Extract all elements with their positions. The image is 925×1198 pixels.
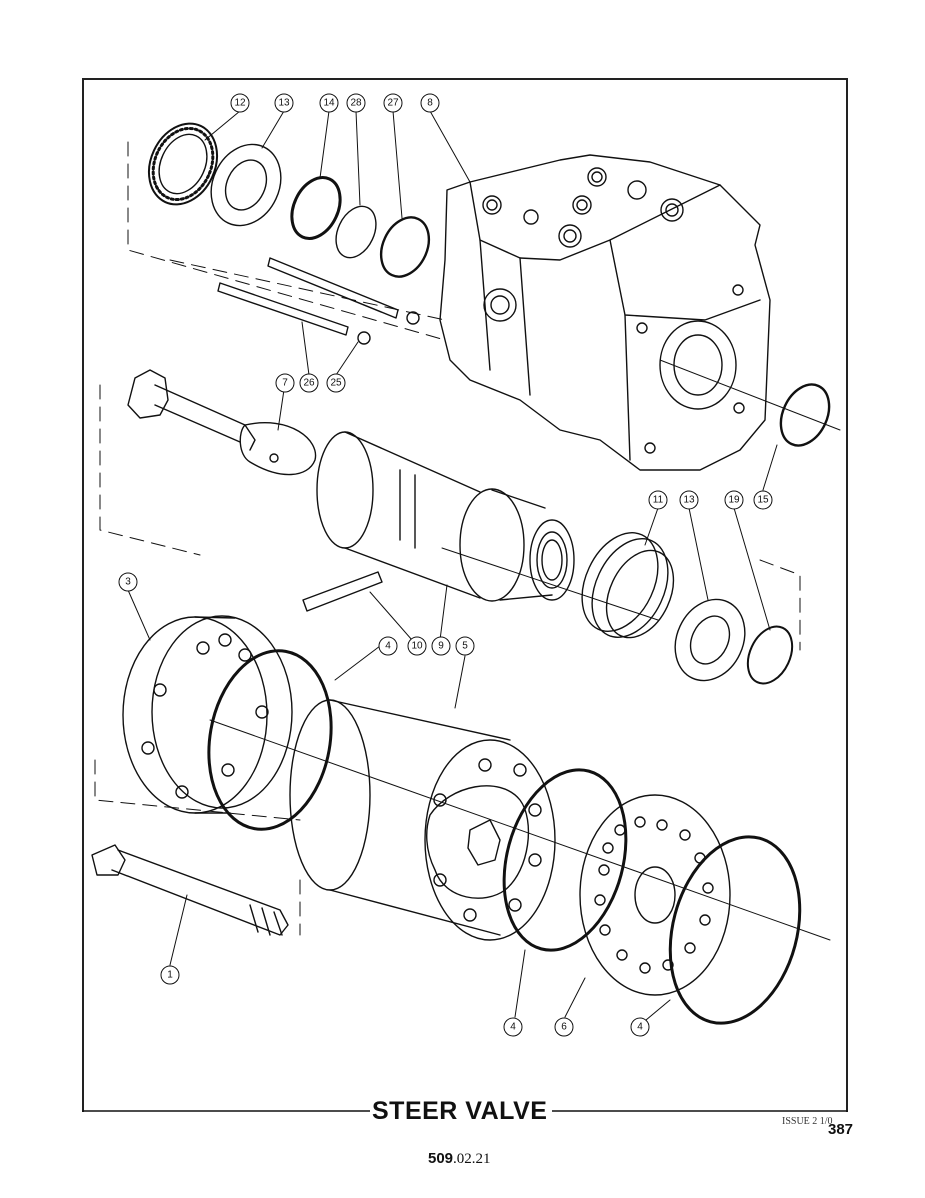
- svg-text:19: 19: [728, 495, 740, 506]
- issue-label: ISSUE 2 1/0: [782, 1116, 833, 1127]
- o-ring-14: [290, 176, 342, 240]
- o-ring-4-bottom: [668, 835, 802, 1025]
- end-cap: [122, 615, 293, 814]
- callout-4b: 4: [503, 1017, 523, 1037]
- cap-screw: [91, 844, 289, 936]
- thrust-bearing: [147, 122, 219, 206]
- callout-19: 19: [724, 490, 744, 510]
- callout-10: 10: [407, 636, 427, 656]
- callouts: 12 13 14 28 27 8 7 26 25 11 13 19 15 3 4…: [118, 93, 773, 1037]
- svg-text:4: 4: [510, 1022, 516, 1033]
- spool-sleeve: [316, 431, 659, 621]
- svg-text:5: 5: [462, 641, 468, 652]
- svg-text:4: 4: [385, 641, 391, 652]
- callout-9: 9: [431, 636, 451, 656]
- svg-text:9: 9: [438, 641, 444, 652]
- svg-text:15: 15: [757, 495, 769, 506]
- svg-text:25: 25: [330, 378, 342, 389]
- gerotor-housing: [209, 699, 831, 941]
- callout-6: 6: [554, 1017, 574, 1037]
- callout-11: 11: [648, 490, 668, 510]
- section-reference: 509.02.21: [428, 1150, 491, 1168]
- svg-text:8: 8: [427, 98, 433, 109]
- callout-3: 3: [118, 572, 138, 592]
- section-reference-bold: 509: [428, 1150, 454, 1167]
- o-ring-4-mid: [502, 768, 628, 952]
- callout-25: 25: [326, 373, 346, 393]
- valve-plate: [579, 794, 731, 996]
- svg-text:6: 6: [561, 1022, 567, 1033]
- ring-15: [779, 383, 831, 447]
- callout-5: 5: [455, 636, 475, 656]
- valve-housing: [439, 154, 841, 471]
- bearing-race: [210, 143, 282, 227]
- svg-text:28: 28: [350, 98, 362, 109]
- callout-1: 1: [160, 965, 180, 985]
- pins-and-balls: [217, 257, 420, 345]
- callout-28: 28: [346, 93, 366, 113]
- leader-lines: [127, 110, 778, 1021]
- page-number: 387: [828, 1121, 854, 1138]
- guide-lines: [94, 141, 801, 936]
- svg-text:13: 13: [683, 495, 695, 506]
- svg-text:11: 11: [653, 495, 664, 506]
- callout-15: 15: [753, 490, 773, 510]
- callout-12: 12: [230, 93, 250, 113]
- o-ring-4-top: [207, 649, 333, 831]
- svg-text:12: 12: [234, 98, 246, 109]
- centering-springs: [581, 532, 675, 639]
- svg-text:10: 10: [411, 641, 423, 652]
- svg-text:27: 27: [387, 98, 399, 109]
- ring-27: [379, 216, 431, 278]
- section-reference-rest: .02.21: [453, 1151, 491, 1167]
- svg-text:14: 14: [323, 98, 335, 109]
- svg-text:26: 26: [303, 378, 315, 389]
- callout-7: 7: [275, 373, 295, 393]
- svg-text:4: 4: [637, 1022, 643, 1033]
- page-title: STEER VALVE: [370, 1096, 550, 1126]
- callout-4c: 4: [630, 1017, 650, 1037]
- callout-27: 27: [383, 93, 403, 113]
- drive-shaft: [127, 369, 317, 476]
- drawing-frame: [82, 78, 848, 1112]
- retaining-ring-19: [746, 625, 794, 685]
- bearing-race-2: [674, 598, 746, 682]
- callout-26: 26: [299, 373, 319, 393]
- callout-8: 8: [420, 93, 440, 113]
- callout-14: 14: [319, 93, 339, 113]
- cross-pin: [302, 571, 383, 612]
- svg-text:1: 1: [167, 970, 173, 981]
- svg-text:3: 3: [125, 577, 131, 588]
- svg-text:7: 7: [282, 378, 288, 389]
- svg-text:13: 13: [278, 98, 290, 109]
- callout-13: 13: [274, 93, 294, 113]
- callout-13b: 13: [679, 490, 699, 510]
- callout-4a: 4: [378, 636, 398, 656]
- ring-28: [335, 205, 377, 259]
